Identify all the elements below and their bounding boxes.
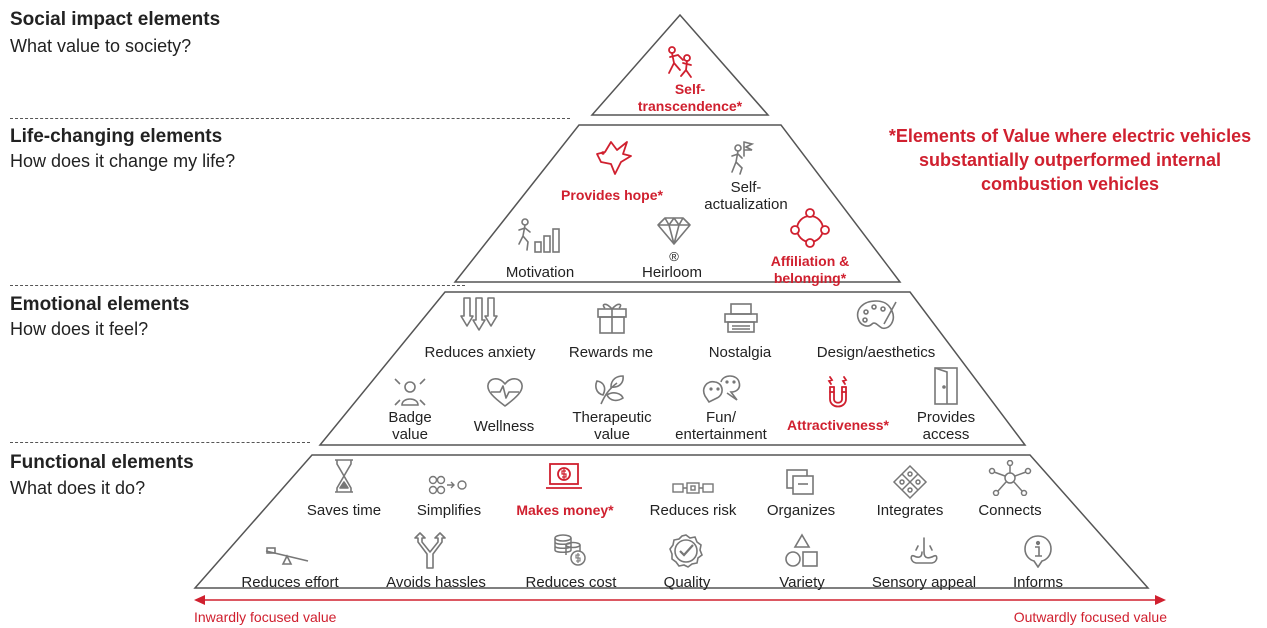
tier-title-functional: Functional elements [10,452,194,473]
value-axis-left-arrow [194,595,205,605]
circles-arrow-icon [428,475,467,495]
check-circle-icon [669,534,703,568]
element-nostalgia: Nostalgia [708,344,772,361]
element-saves-time: Saves time [306,502,382,519]
element-fun-entertainment: Fun/entertainment [675,409,767,443]
chain-link-icon [672,482,714,494]
element-avoids-hassles: Avoids hassles [386,574,486,591]
element-quality: Quality [663,574,711,591]
diamond-icon [657,217,691,245]
element-makes-money: Makes money* [516,502,614,518]
element-connects: Connects [978,502,1042,519]
laptop-dollar-icon [546,463,582,489]
badge-person-icon [394,378,426,406]
tier-divider [10,285,465,286]
tier-divider [10,118,570,119]
runner-bars-icon [518,218,560,253]
value-axis-left-label: Inwardly focused value [194,609,337,625]
element-simplifies: Simplifies [416,502,482,519]
heartbeat-icon [487,378,523,407]
typewriter-icon [724,303,758,333]
people-circle-icon [790,208,830,248]
info-icon [1024,535,1052,568]
tier-title-emotional: Emotional elements [10,294,190,315]
pyramid-tier-emotional [318,291,1027,446]
element-reduces-cost: Reduces cost [525,574,617,591]
element-heirloom: Heirloom [641,264,703,281]
summit-flag-icon [731,141,755,175]
element-provides-hope: Provides hope* [561,187,663,203]
element-informs: Informs [1012,574,1064,591]
element-integrates: Integrates [876,502,944,519]
puzzle-icon [892,464,928,500]
element-attractiveness: Attractiveness* [787,417,889,433]
value-axis-right-label: Outwardly focused value [1013,609,1167,625]
element-motivation: Motivation [505,264,575,281]
seesaw-icon [265,547,309,565]
tier-divider [10,442,310,443]
split-arrow-icon [414,532,446,569]
tier-title-social: Social impact elements [10,9,221,30]
element-design-aesthetics: Design/aesthetics [816,344,936,361]
gift-icon [597,303,627,334]
dove-icon [596,141,632,175]
value-axis-right-arrow [1155,595,1166,605]
climbers-helping-icon [668,46,692,78]
tier-subtitle-social: What value to society? [10,36,192,56]
shapes-icon [785,533,818,567]
element-self-actualization: Self-actualization [704,179,788,213]
folders-icon [786,469,814,495]
magnet-icon [827,376,848,408]
element-rewards-me: Rewards me [568,344,654,361]
tier-subtitle-functional: What does it do? [10,478,146,498]
pyramid-tier-life-changing [453,124,902,283]
element-self-transcendence: Self-transcendence* [637,81,743,114]
ev-outperformance-note: *Elements of Value where electric vehicl… [888,126,1252,194]
leaves-icon [595,375,624,405]
nose-icon [910,537,938,564]
pyramid-tier-social [590,13,770,116]
down-arrows-icon [460,297,498,331]
element-reduces-risk: Reduces risk [649,502,737,519]
element-reduces-effort: Reduces effort [241,574,339,591]
coins-icon [554,534,586,566]
tier-title-life-changing: Life-changing elements [10,126,223,147]
palette-icon [856,300,897,330]
element-reduces-anxiety: Reduces anxiety [424,344,536,361]
heirloom-registered-mark: ® [669,249,679,264]
door-icon [934,367,958,405]
tier-subtitle-emotional: How does it feel? [10,319,149,339]
hourglass-icon [335,459,353,493]
element-sensory-appeal: Sensory appeal [871,574,977,591]
element-organizes: Organizes [766,502,836,519]
tier-subtitle-life-changing: How does it change my life? [10,151,236,171]
element-variety: Variety [779,574,825,591]
network-icon [988,460,1032,496]
element-wellness: Wellness [473,418,535,435]
element-affiliation-belonging: Affiliation &belonging* [770,253,850,286]
chat-faces-icon [702,375,741,404]
pyramid-tier-functional [193,454,1150,589]
